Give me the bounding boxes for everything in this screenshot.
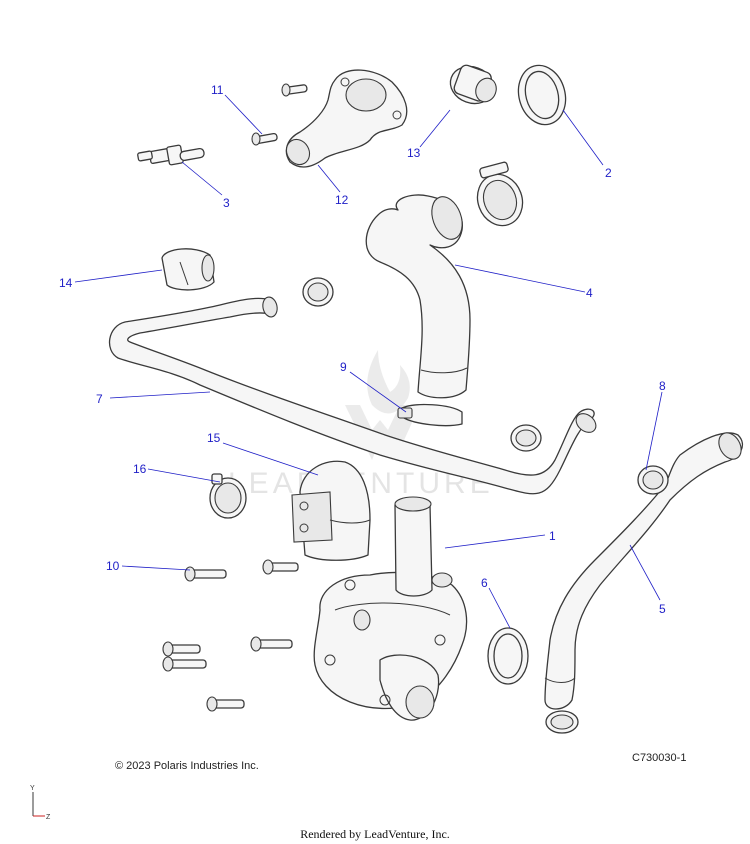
temperature-sensor xyxy=(137,144,205,166)
callout-15: 15 xyxy=(207,431,221,445)
axis-triad: Y Z xyxy=(30,785,51,821)
callout-12: 12 xyxy=(335,193,349,207)
axis-y-label: Y xyxy=(30,785,35,792)
thermostat xyxy=(449,64,497,105)
callout-1: 1 xyxy=(549,529,556,543)
clamp-16 xyxy=(209,473,247,519)
hose-clamp-9 xyxy=(397,403,463,427)
rendered-by-credit: Rendered by LeadVenture, Inc. xyxy=(300,827,450,841)
callout-9: 9 xyxy=(340,360,347,374)
callout-11: 11 xyxy=(211,83,224,97)
callout-2: 2 xyxy=(605,166,612,180)
callout-labels: 1 2 3 4 5 6 7 8 9 10 11 12 13 14 15 16 xyxy=(59,83,666,616)
hose-clamp-small-b xyxy=(510,424,542,452)
callout-6: 6 xyxy=(481,576,488,590)
callout-7: 7 xyxy=(96,392,103,406)
drawing-code: C730030-1 xyxy=(632,752,687,764)
coolant-tube-long xyxy=(108,296,597,495)
bolt-11-set xyxy=(251,83,308,146)
lower-hose xyxy=(544,432,743,710)
callout-8: 8 xyxy=(659,379,666,393)
hose-clamp-8 xyxy=(637,465,669,495)
axis-z-label: Z xyxy=(46,814,51,821)
bolt-10-set xyxy=(162,559,299,712)
hose-clamp-bottom xyxy=(545,710,579,734)
leader-lines xyxy=(74,94,663,629)
copyright-notice: © 2023 Polaris Industries Inc. xyxy=(115,760,259,772)
hose-clamp-14 xyxy=(161,248,215,291)
upper-hose xyxy=(365,194,471,399)
callout-10: 10 xyxy=(106,559,120,573)
callout-16: 16 xyxy=(133,462,147,476)
elbow-fitting xyxy=(291,460,371,561)
callout-3: 3 xyxy=(223,196,230,210)
hose-clamp-top xyxy=(476,161,524,227)
callout-14: 14 xyxy=(59,276,73,290)
callout-4: 4 xyxy=(586,286,593,300)
seal-ring xyxy=(517,64,567,126)
callout-5: 5 xyxy=(659,602,666,616)
hose-clamp-small-a xyxy=(302,277,334,307)
water-pump xyxy=(313,496,468,721)
thermostat-housing xyxy=(285,69,408,168)
callout-13: 13 xyxy=(407,146,421,160)
o-ring xyxy=(487,627,529,685)
